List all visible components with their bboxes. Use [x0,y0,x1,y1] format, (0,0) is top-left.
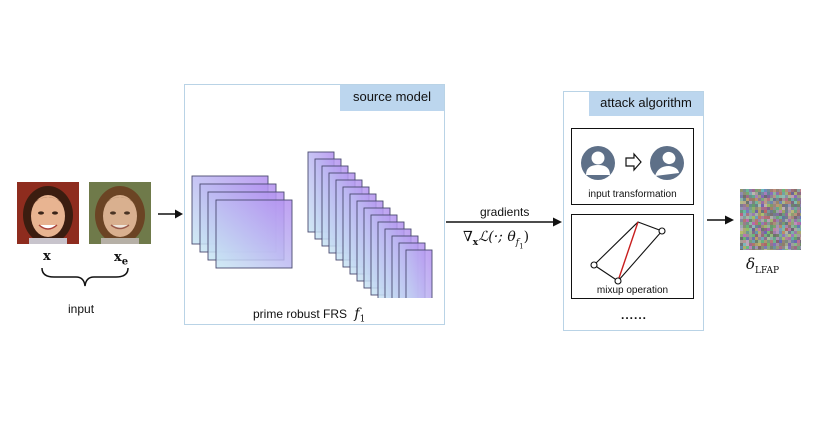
input-x-label: x [43,249,51,264]
mixup-operation-box: mixup operation [571,214,694,299]
input-face-xe [89,182,151,244]
arrow-attack-to-output [707,215,734,225]
layer-stack-large [307,151,433,298]
avatar-transformed-icon [650,146,684,180]
input-brace [41,267,129,287]
input-group-label: input [68,302,95,316]
input-transformation-label: input transformation [588,189,677,200]
arrow-input-to-model [158,209,183,219]
mixup-operation-label: mixup operation [596,285,669,296]
avatar-original-icon [581,146,615,180]
input-face-x [17,182,79,244]
input-xe-label: xe [114,250,129,268]
attack-algorithm-title: attack algorithm [589,92,703,116]
arrow-model-to-attack [446,217,562,227]
source-model-title: source model [340,85,444,111]
input-transformation-box: input transformation [571,128,694,205]
gradient-formula: ∇xℒ(·; θf1) [463,229,530,251]
perturbation-image [740,189,801,250]
output-label: δLFAP [746,255,780,276]
feature-layer [215,199,293,269]
layer-stack-small [191,175,293,269]
transform-arrow-icon [625,152,642,172]
gradients-label: gradients [480,205,530,219]
source-model-caption: prime robust FRS f1 [253,306,366,325]
feature-layer [405,249,433,298]
more-operations: ...... [621,308,648,322]
model-layers [191,151,433,298]
